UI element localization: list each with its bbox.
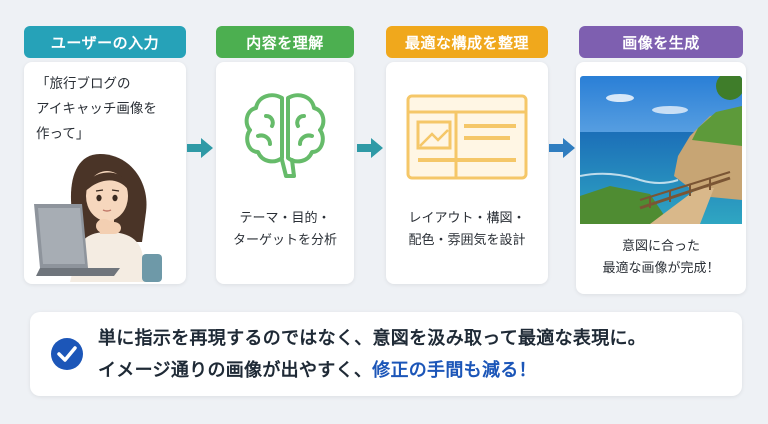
summary-line-2-prefix: イメージ通りの画像が出やすく、 <box>98 360 373 381</box>
coastal-landscape-image <box>580 76 742 224</box>
user-request-text: 「旅行ブログの アイキャッチ画像を 作って」 <box>36 76 157 142</box>
step-card-user-input: 「旅行ブログの アイキャッチ画像を 作って」 <box>24 62 186 284</box>
summary-line-2: イメージ通りの画像が出やすく、修正の手間も減る！ <box>98 356 537 382</box>
step-card-understand: テーマ・目的・ ターゲットを分析 <box>216 62 354 284</box>
arrow-right-icon <box>549 138 575 158</box>
step-label-understand: 内容を理解 <box>216 26 354 58</box>
summary-box: 単に指示を再現するのではなく、意図を汲み取って最適な表現に。 イメージ通りの画像… <box>30 312 742 396</box>
arrow-right-icon <box>357 138 383 158</box>
brain-icon <box>244 93 326 178</box>
summary-highlight: 修正の手間も減る！ <box>372 360 537 381</box>
summary-line-1: 単に指示を再現するのではなく、意図を汲み取って最適な表現に。 <box>98 328 647 349</box>
check-circle-icon <box>51 338 83 370</box>
step-card-generate: 意図に合った 最適な画像が完成！ <box>576 62 746 294</box>
step-card-organize: レイアウト・構図・ 配色・雰囲気を設計 <box>386 62 548 284</box>
step-desc-understand: テーマ・目的・ ターゲットを分析 <box>232 211 337 248</box>
step-label-organize: 最適な構成を整理 <box>386 26 548 58</box>
layout-icon <box>406 94 528 180</box>
step-desc-organize: レイアウト・構図・ 配色・雰囲気を設計 <box>408 211 526 248</box>
arrow-right-icon <box>187 138 213 158</box>
step-label-generate: 画像を生成 <box>579 26 743 58</box>
step-desc-generate: 意図に合った 最適な画像が完成！ <box>602 239 720 276</box>
woman-laptop-illustration <box>34 154 162 282</box>
step-label-user-input: ユーザーの入力 <box>24 26 186 58</box>
